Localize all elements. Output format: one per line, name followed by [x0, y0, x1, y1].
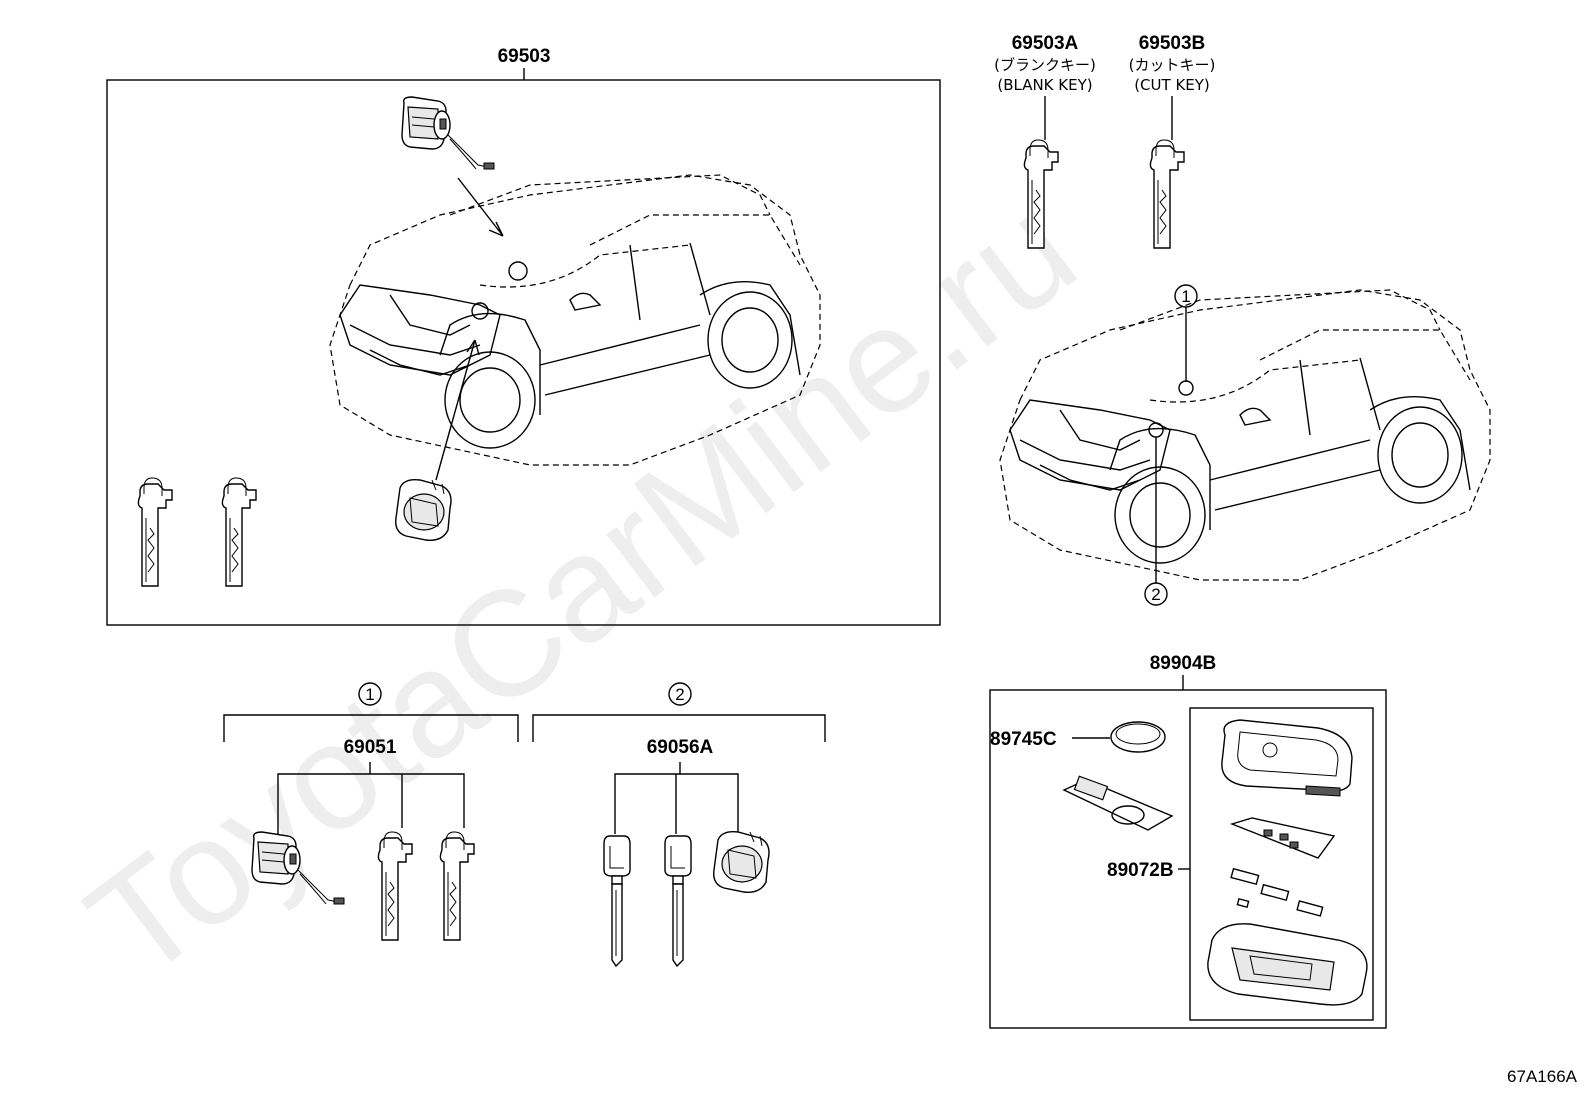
blank-key-jp-label: (ブランクキー) — [994, 56, 1096, 74]
group-1-marker — [358, 682, 382, 706]
key-left-2 — [221, 477, 257, 587]
transmitter-case-part-label: 89072B — [1107, 860, 1174, 881]
remote-button-board — [1229, 817, 1336, 859]
blank-key-part-label: 69503A — [1012, 33, 1079, 54]
group-1-bracket — [223, 714, 519, 742]
set-69056a-label: 69056A — [647, 737, 714, 758]
group-2-marker-text: 2 — [675, 685, 684, 704]
arrow-door-cylinder — [435, 339, 480, 481]
group-1-marker-text: 1 — [365, 685, 374, 704]
vehicle-illustration-left — [329, 174, 821, 466]
figure-reference: 67A166A — [1507, 1067, 1578, 1086]
battery-part-label: 89745C — [990, 729, 1057, 750]
remote-bottom-case — [1207, 923, 1368, 1006]
ignition-cylinder-left — [401, 96, 495, 170]
key-set1-1 — [377, 831, 413, 941]
group-2-marker — [668, 682, 692, 706]
callout-2-bottom — [1144, 582, 1168, 606]
battery-coin-cell — [1110, 721, 1166, 753]
cut-key-part-label: 69503B — [1139, 33, 1206, 54]
cut-key-en-label: (CUT KEY) — [1134, 76, 1210, 94]
vehicle-illustration-right — [999, 289, 1491, 581]
assembly-69503-box — [106, 79, 941, 626]
watermark-text: ToyotaCarMine.ru — [58, 164, 1105, 1011]
door-cylinder-set2 — [713, 830, 770, 893]
set-69051-leaders — [277, 762, 465, 850]
callout-2-bottom-text: 2 — [1151, 585, 1160, 604]
set-69051-label: 69051 — [344, 737, 397, 758]
remote-buttons — [1230, 867, 1324, 917]
callout-1-top-text: 1 — [1181, 287, 1190, 306]
transmitter-case-box — [1189, 707, 1374, 1021]
cut-key — [1149, 139, 1185, 249]
master-key-1 — [603, 835, 631, 967]
remote-top-cover — [1221, 719, 1353, 797]
master-key-2 — [664, 835, 692, 967]
cut-key-jp-label: (カットキー) — [1129, 56, 1216, 74]
door-cylinder-left — [395, 478, 452, 541]
blank-key-en-label: (BLANK KEY) — [997, 76, 1092, 94]
transmitter-outer-box — [989, 689, 1387, 1029]
group-2-bracket — [532, 714, 826, 742]
key-set1-2 — [439, 831, 475, 941]
set-69056a-leaders — [614, 762, 739, 834]
assembly-69503-label: 69503 — [498, 46, 551, 67]
battery-holder-plate — [1062, 775, 1174, 831]
arrow-ignition — [457, 177, 504, 237]
key-left-1 — [137, 477, 173, 587]
transmitter-assy-label: 89904B — [1150, 653, 1217, 674]
